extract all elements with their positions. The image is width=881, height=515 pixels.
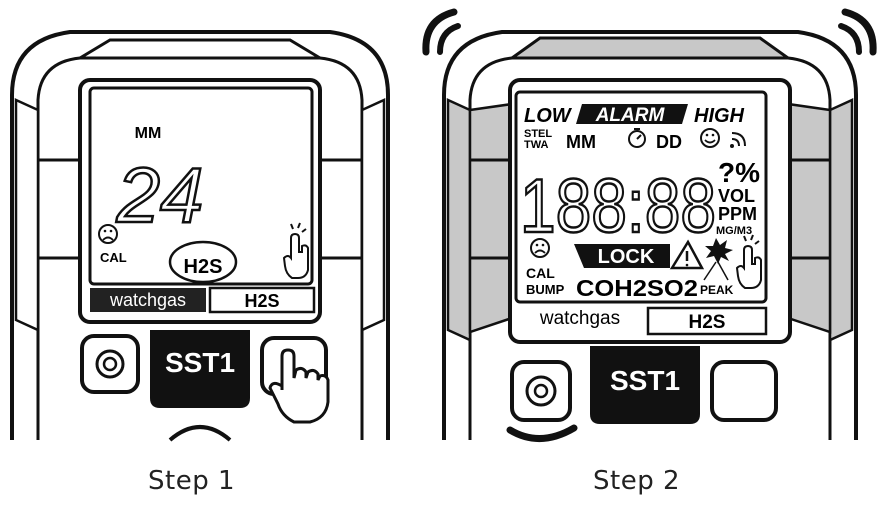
step1-lcd-screen — [88, 86, 314, 286]
wireless-signal-icon — [730, 132, 746, 148]
step1-brand: watchgas — [109, 290, 186, 310]
vibration-left-inner-icon — [437, 23, 461, 55]
press-motion-icon — [506, 424, 578, 442]
pressing-hand-icon — [268, 348, 330, 424]
step1-gas-highlight-circle — [168, 240, 238, 284]
peak-burst-icon — [703, 238, 733, 281]
alarm-label: ALARM — [595, 105, 666, 126]
low-alarm-label: LOW — [524, 105, 573, 127]
step1-model: SST1 — [165, 347, 235, 378]
cal-label: CAL — [526, 265, 555, 281]
step1-device: MM 24 CAL H2S watchgas H2S SST1 — [10, 30, 390, 442]
warning-triangle-icon — [669, 239, 705, 270]
vol-label: VOL — [718, 186, 755, 206]
question-percent-label: ?% — [718, 157, 760, 188]
step1-right-side-panel — [360, 98, 386, 332]
step2-gas-label-box — [646, 306, 768, 336]
step2-device: LOW ALARM HIGH STEL TWA MM DD 188:88 ?% … — [422, 8, 877, 442]
ppm-label: PPM — [718, 204, 757, 224]
dd-label: DD — [656, 132, 682, 152]
sad-face-icon — [98, 224, 118, 244]
vibration-right-inner-icon — [838, 23, 862, 55]
alarm-banner — [576, 104, 688, 124]
step1-reading: 24 — [116, 151, 204, 239]
high-alarm-label: HIGH — [694, 105, 745, 127]
stel-label: STEL — [524, 128, 552, 140]
step1-cal-label: CAL — [100, 250, 127, 265]
step1-brand-strip — [90, 288, 206, 312]
step1-top-grille — [79, 38, 321, 60]
lock-label: LOCK — [598, 246, 655, 268]
happy-face-icon — [700, 128, 720, 148]
step2-top-light — [507, 36, 793, 60]
mgm3-label: MG/M3 — [716, 225, 752, 237]
step2-right-inner-light — [786, 102, 832, 334]
step1-gas-label-box — [208, 286, 316, 314]
sad-face-icon — [530, 238, 550, 258]
step2-model-plate — [590, 346, 700, 424]
peak-label: PEAK — [700, 283, 734, 297]
gas-types-label: COH2SO2 — [576, 275, 698, 301]
step2-left-side-light — [446, 98, 472, 342]
segment-digits: 188:88 — [520, 164, 716, 249]
step2-brand: watchgas — [539, 308, 620, 329]
stopwatch-icon — [628, 128, 646, 148]
step2-left-inner-light — [468, 102, 514, 334]
step2-select-button[interactable] — [710, 360, 778, 422]
lock-banner — [574, 244, 670, 268]
step1-model-plate — [150, 330, 250, 408]
step1-caption: Step 1 — [148, 466, 236, 496]
step2-model: SST1 — [610, 365, 680, 396]
step1-housing-inner — [36, 56, 364, 440]
step1-bottom-button — [168, 425, 232, 442]
bump-label: BUMP — [526, 282, 565, 297]
step1-unit-label: MM — [135, 125, 162, 142]
vibration-right-outer-icon — [841, 8, 877, 56]
mm-label: MM — [566, 132, 596, 152]
pointing-hand-icon — [282, 222, 309, 279]
step2-caption: Step 2 — [593, 466, 681, 496]
twa-label: TWA — [524, 139, 548, 151]
step2-gas-label: H2S — [689, 312, 726, 333]
pointing-hand-icon — [735, 234, 762, 289]
vibration-left-outer-icon — [422, 8, 458, 56]
step1-gas-label: H2S — [244, 291, 279, 311]
step1-left-side-panel — [14, 98, 40, 332]
step2-right-side-light — [828, 98, 854, 342]
step1-gas-indicator: H2S — [184, 256, 223, 278]
